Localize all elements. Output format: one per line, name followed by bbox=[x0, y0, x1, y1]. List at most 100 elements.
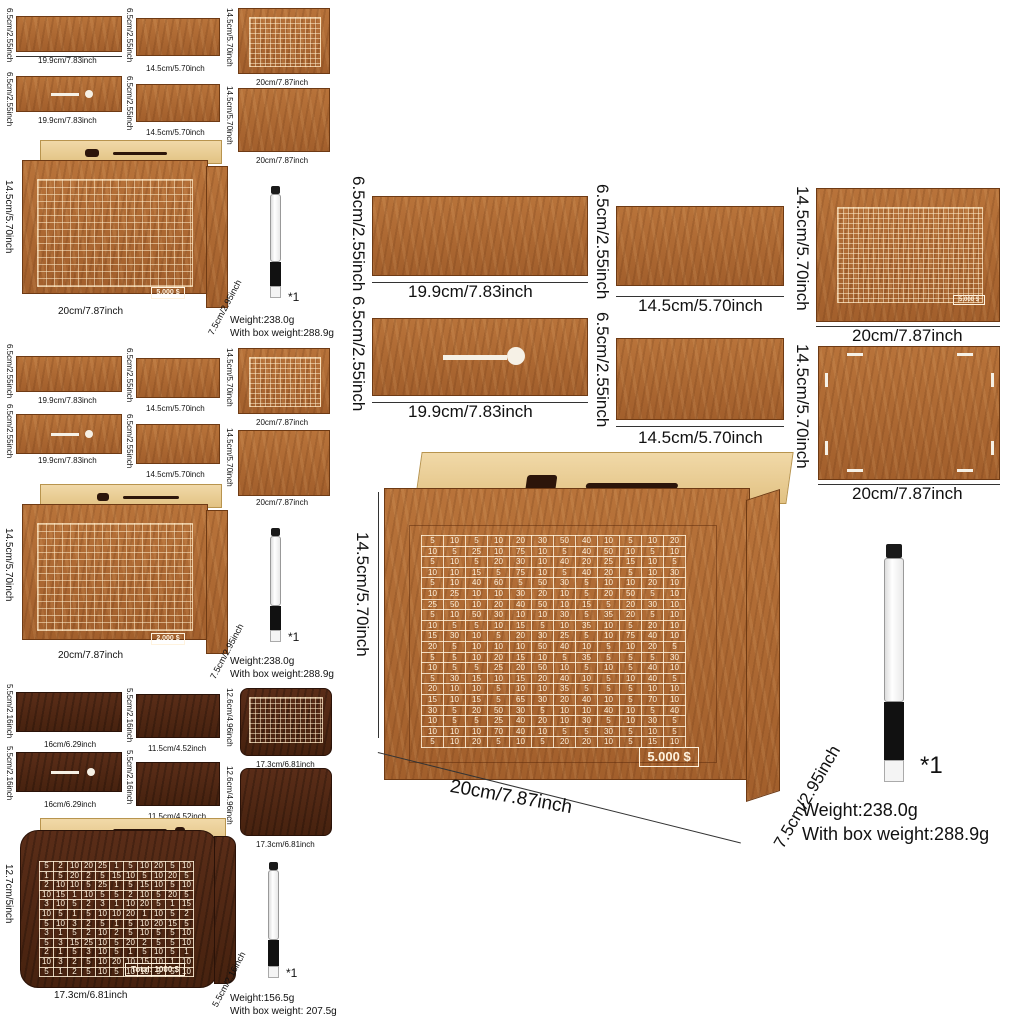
table-cell: 5 bbox=[39, 966, 54, 978]
table-cell: 20 bbox=[641, 577, 664, 589]
table-cell: 10 bbox=[531, 566, 554, 579]
tab-slot bbox=[847, 469, 863, 472]
table-cell: 10 bbox=[487, 535, 510, 547]
table-cell: 40 bbox=[641, 662, 664, 674]
table-cell: 10 bbox=[443, 609, 466, 621]
table-cell: 5 bbox=[597, 651, 620, 664]
table-cell: 5 bbox=[165, 880, 180, 891]
table-cell: 50 bbox=[531, 598, 554, 611]
dim-label: 19.9cm/7.83inch bbox=[408, 402, 533, 421]
hole bbox=[87, 768, 95, 776]
top-panel-with-slot bbox=[16, 76, 122, 112]
dim-line bbox=[818, 484, 1000, 485]
table-cell: 20 bbox=[123, 908, 138, 920]
dim-label: 14.5cm/5.70inch bbox=[225, 8, 234, 67]
table-cell: 5 bbox=[165, 928, 180, 939]
table-cell: 30 bbox=[531, 630, 554, 642]
table-cell: 15 bbox=[509, 651, 532, 664]
box-weight-label: With box weight:288.9g bbox=[230, 328, 334, 339]
weight-label: Weight:156.5g bbox=[230, 993, 295, 1004]
table-cell: 75 bbox=[509, 545, 532, 558]
table-cell: 5 bbox=[575, 662, 598, 674]
table-cell: 10 bbox=[509, 683, 532, 695]
table-cell: 25 bbox=[487, 715, 510, 727]
table-cell: 5 bbox=[619, 535, 642, 547]
front-wall-panel bbox=[16, 692, 122, 732]
dim-label: 14.5cm/5.70inch bbox=[793, 344, 812, 469]
dim-label: 14.5cm/5.70inch bbox=[3, 528, 14, 602]
table-cell: 10 bbox=[619, 577, 642, 589]
table-cell: 10 bbox=[421, 566, 444, 579]
dim-label: 6.5cm/2.55inch bbox=[349, 176, 368, 292]
table-cell: 15 bbox=[641, 736, 664, 748]
table-cell: 10 bbox=[487, 672, 510, 685]
table-cell: 20 bbox=[619, 609, 642, 621]
tab-slot bbox=[847, 353, 863, 356]
table-cell: 10 bbox=[663, 662, 686, 674]
table-cell: 10 bbox=[487, 640, 510, 653]
table-cell: 40 bbox=[575, 535, 598, 547]
dim-label: 20cm/7.87inch bbox=[256, 418, 309, 427]
box-side bbox=[746, 488, 780, 802]
dim-label: 20cm/7.87inch bbox=[256, 78, 309, 87]
dim-label: 12.6cm/4.96inch bbox=[225, 766, 234, 825]
dim-label: 6.5cm/2.55inch bbox=[125, 348, 134, 403]
dim-label: 14.5cm/5.70inch bbox=[353, 532, 372, 657]
table-cell: 2 bbox=[39, 880, 54, 891]
table-cell: 10 bbox=[421, 587, 444, 600]
table-cell: 5 bbox=[109, 966, 124, 978]
table-cell: 10 bbox=[95, 966, 110, 978]
table-cell: 5 bbox=[575, 577, 598, 589]
table-cell: 5 bbox=[137, 947, 152, 958]
table-cell: 5 bbox=[421, 736, 444, 748]
table-cell: 10 bbox=[179, 861, 194, 872]
table-cell: 20 bbox=[487, 651, 510, 664]
table-cell: 10 bbox=[575, 704, 598, 717]
table-cell: 40 bbox=[641, 672, 664, 685]
table-cell: 10 bbox=[663, 587, 686, 600]
table-cell: 15 bbox=[421, 693, 444, 706]
table-cell: 5 bbox=[165, 908, 180, 920]
table-cell: 10 bbox=[597, 736, 620, 748]
table-cell: 10 bbox=[67, 880, 82, 891]
table-cell: 10 bbox=[443, 736, 466, 748]
table-cell: 30 bbox=[641, 715, 664, 727]
table-cell: 5 bbox=[443, 704, 466, 717]
table-cell: 30 bbox=[421, 704, 444, 717]
table-cell: 10 bbox=[109, 908, 124, 920]
table-cell: 20 bbox=[421, 683, 444, 695]
table-cell: 5 bbox=[487, 736, 510, 748]
side-wall-panel bbox=[136, 18, 220, 56]
table-cell: 5 bbox=[663, 556, 686, 568]
table-cell: 10 bbox=[619, 545, 642, 558]
table-cell: 30 bbox=[509, 704, 532, 717]
table-cell: 5 bbox=[663, 715, 686, 727]
table-cell: 30 bbox=[553, 577, 576, 589]
box-front: 5.000 $ bbox=[22, 160, 208, 299]
table-cell: 40 bbox=[553, 672, 576, 685]
table-cell: 5 bbox=[619, 619, 642, 632]
table-cell: 15 bbox=[575, 598, 598, 611]
side-wall-panel bbox=[136, 762, 220, 806]
table-cell: 15 bbox=[137, 880, 152, 891]
front-wall-panel bbox=[16, 356, 122, 392]
table-cell: 5 bbox=[421, 651, 444, 664]
table-cell: 10 bbox=[641, 556, 664, 568]
table-cell: 20 bbox=[619, 598, 642, 611]
pen-count: *1 bbox=[920, 752, 943, 779]
total-label: 2.000 $ bbox=[151, 633, 185, 645]
table-cell: 5 bbox=[575, 609, 598, 621]
dim-label: 14.5cm/5.70inch bbox=[225, 428, 234, 487]
table-cell: 10 bbox=[465, 640, 488, 653]
table-cell: 10 bbox=[95, 956, 110, 968]
dim-label: 20cm/7.87inch bbox=[256, 156, 309, 165]
